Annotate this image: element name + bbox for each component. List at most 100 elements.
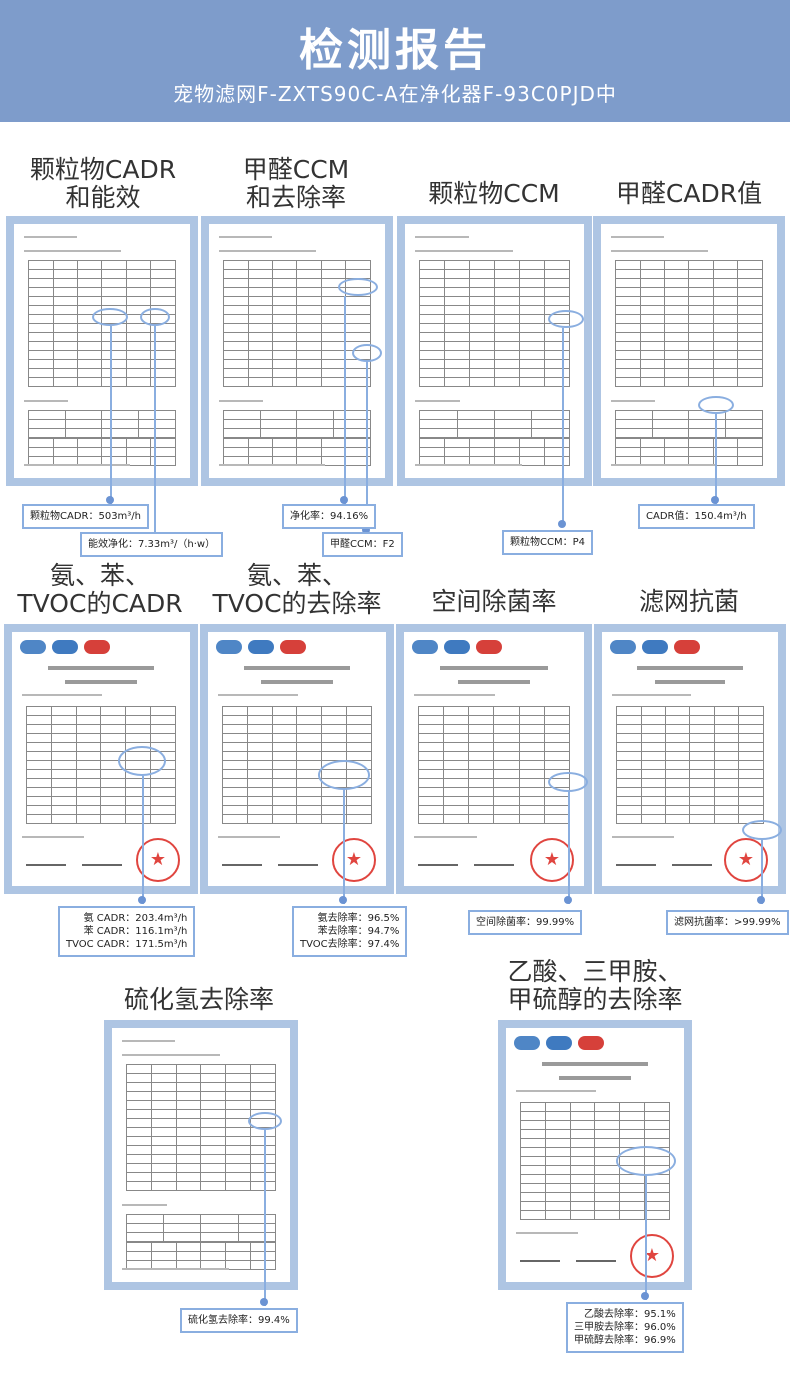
callout-odor-removal: 乙酸去除率：95.1% 三甲胺去除率：96.0% 甲硫醇去除率：96.9% <box>566 1302 684 1353</box>
certification-logo <box>514 1036 540 1050</box>
text-line <box>414 694 495 696</box>
report-heading <box>65 680 137 684</box>
certification-logo <box>610 640 636 654</box>
report-heading <box>654 680 726 684</box>
signature <box>82 864 122 866</box>
callout-energy-efficiency: 能效净化：7.33m³/（h·w） <box>80 532 224 557</box>
highlight-circle <box>548 772 588 792</box>
connector-line <box>761 840 763 904</box>
highlight-circle <box>742 820 782 840</box>
page-title: 检测报告 <box>299 25 491 76</box>
section-title-sterilization: 空间除菌率 <box>431 587 557 616</box>
report-doc-tvoc-cadr: ★ <box>4 624 198 894</box>
text-line <box>612 836 674 838</box>
report-page <box>601 224 777 478</box>
text-line <box>122 1204 167 1206</box>
report-heading <box>47 666 155 670</box>
certification-logo <box>84 640 110 654</box>
report-heading <box>458 680 530 684</box>
page-subtitle: 宠物滤网F-ZXTS90C-A在净化器F-93C0PJD中 <box>173 82 617 106</box>
section-title-odor-removal: 乙酸、三甲胺、 甲硫醇的去除率 <box>507 957 683 1014</box>
connector-dot <box>641 1292 649 1300</box>
text-line <box>24 236 77 238</box>
header-banner: 检测报告 宠物滤网F-ZXTS90C-A在净化器F-93C0PJD中 <box>0 0 790 122</box>
text-line <box>22 694 103 696</box>
red-seal-icon: ★ <box>332 838 376 882</box>
connector-line <box>110 326 112 504</box>
section-title-tvoc-removal: 氨、苯、 TVOC的去除率 <box>212 561 382 618</box>
highlight-circle <box>248 1112 282 1130</box>
connector-line <box>568 792 570 904</box>
report-page: ★ <box>404 632 584 886</box>
text-line <box>611 250 708 252</box>
signature <box>26 864 66 866</box>
callout-particle-cadr: 颗粒物CADR：503m³/h <box>22 504 150 529</box>
report-table <box>126 1242 276 1270</box>
text-line <box>219 464 325 466</box>
report-page <box>14 224 190 478</box>
report-table <box>520 1102 670 1220</box>
highlight-circle <box>548 310 584 328</box>
connector-line <box>142 776 144 904</box>
certification-logo <box>248 640 274 654</box>
text-line <box>611 236 664 238</box>
text-line <box>122 1040 176 1042</box>
certification-logo <box>20 640 46 654</box>
report-doc-odor-removal: ★ <box>498 1020 692 1290</box>
text-line <box>122 1268 229 1270</box>
report-page: ★ <box>506 1028 684 1282</box>
report-table <box>126 1214 276 1242</box>
certification-logo <box>546 1036 572 1050</box>
certification-logo <box>642 640 668 654</box>
section-title-filter-antibacterial: 滤网抗菌 <box>638 587 739 616</box>
section-title-particle-ccm: 颗粒物CCM <box>428 179 560 208</box>
report-table <box>615 438 763 466</box>
section-title-formaldehyde-cadr: 甲醛CADR值 <box>615 179 763 208</box>
report-table <box>615 260 763 387</box>
report-table <box>418 706 570 824</box>
connector-dot <box>339 896 347 904</box>
connector-line <box>366 362 368 532</box>
report-table <box>223 410 371 438</box>
connector-dot <box>106 496 114 504</box>
callout-filter-antibacterial: 滤网抗菌率：>99.99% <box>666 910 789 935</box>
signature <box>616 864 656 866</box>
report-heading <box>243 666 351 670</box>
text-line <box>415 236 469 238</box>
callout-tvoc-removal: 氨去除率：96.5% 苯去除率：94.7% TVOC去除率：97.4% <box>292 906 408 957</box>
text-line <box>218 836 281 838</box>
connector-dot <box>711 496 719 504</box>
report-doc-h2s <box>104 1020 298 1290</box>
report-table <box>28 410 176 438</box>
callout-purification-rate: 净化率：94.16% <box>282 504 377 529</box>
section-title-h2s: 硫化氢去除率 <box>123 985 274 1014</box>
report-heading <box>559 1076 631 1080</box>
callout-formaldehyde-ccm: 甲醛CCM：F2 <box>322 532 403 557</box>
connector-dot <box>340 496 348 504</box>
connector-dot <box>757 896 765 904</box>
certification-logo <box>444 640 470 654</box>
report-heading <box>440 666 548 670</box>
red-seal-icon: ★ <box>630 1234 674 1278</box>
text-line <box>415 250 514 252</box>
highlight-circle <box>338 278 378 296</box>
report-doc-tvoc-removal: ★ <box>200 624 394 894</box>
connector-line <box>645 1176 647 1300</box>
signature <box>672 864 712 866</box>
text-line <box>612 694 692 696</box>
report-heading <box>637 666 743 670</box>
text-line <box>219 236 272 238</box>
signature <box>418 864 458 866</box>
highlight-circle <box>352 344 382 362</box>
certification-logo <box>216 640 242 654</box>
report-table <box>419 260 570 387</box>
text-line <box>415 464 523 466</box>
report-table <box>223 438 371 466</box>
section-title-tvoc-cadr: 氨、苯、 TVOC的CADR <box>17 561 183 618</box>
report-page <box>405 224 584 478</box>
highlight-circle <box>616 1146 676 1176</box>
signature <box>474 864 514 866</box>
red-seal-icon: ★ <box>136 838 180 882</box>
certification-logo <box>578 1036 604 1050</box>
report-table <box>223 260 371 387</box>
